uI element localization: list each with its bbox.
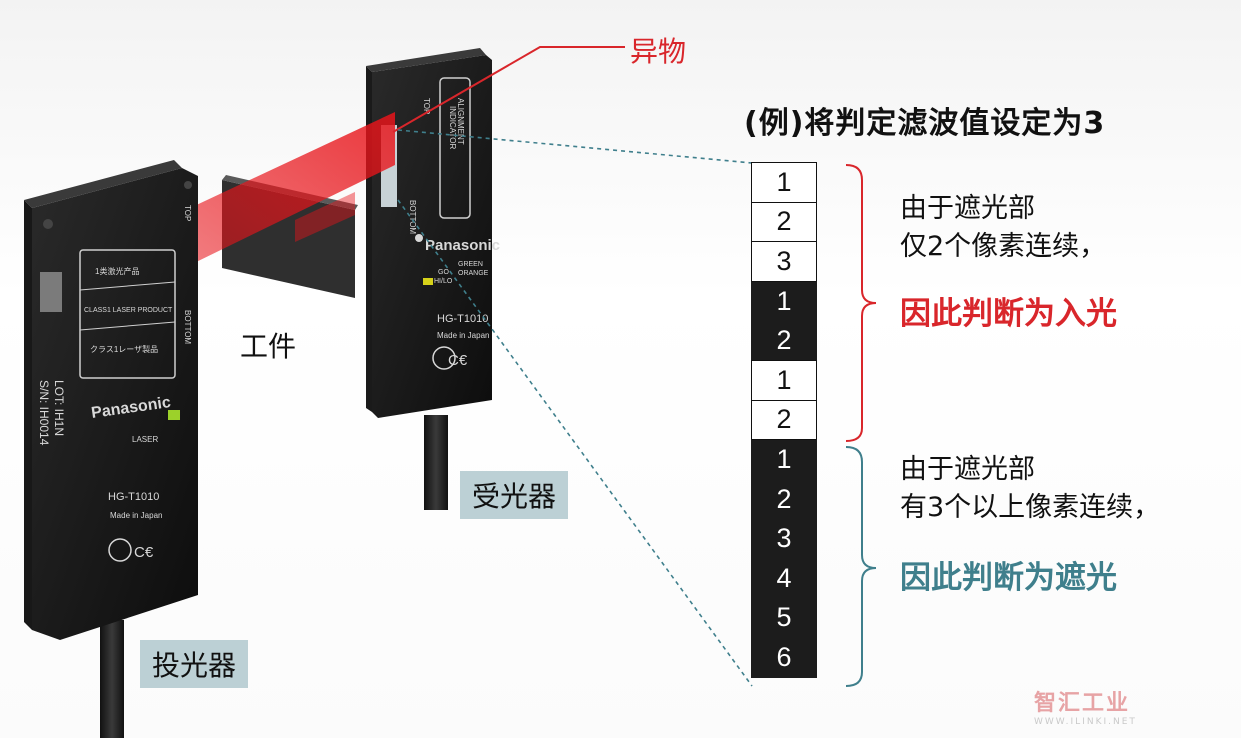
label-emitter: 投光器 (140, 640, 249, 688)
pixel-cell: 3 (751, 518, 817, 559)
emitter-bottom: BOTTOM (183, 310, 192, 344)
projection-line-bottom (397, 199, 753, 687)
pixel-cell: 3 (751, 241, 817, 282)
receiver-go: GO (438, 269, 449, 276)
receiver-orange: ORANGE (458, 270, 489, 277)
pixel-cell: 6 (751, 637, 817, 678)
emitter-serial: S/N: IH0014 (37, 380, 51, 446)
receiver-indicator1: ALIGNMENT (456, 98, 465, 145)
emitter-model: HG-T1010 (108, 491, 159, 503)
receiver-green: GREEN (458, 261, 483, 268)
emitter-cable (100, 620, 124, 738)
receiver-indicator2: INDICATOR (448, 106, 457, 149)
pixel-cell: 1 (751, 280, 817, 322)
brace-light-group (845, 164, 877, 442)
light-group-description: 由于遮光部 仅2个像素连续， (900, 190, 1106, 266)
receiver-top: TOP (422, 98, 431, 114)
receiver-origin: Made in Japan (437, 331, 489, 340)
watermark: 智汇工业 WWW.ILINKI.NET (1034, 685, 1137, 727)
receiver-cable (424, 415, 448, 510)
example-title: (例)将判定滤波值设定为3 (744, 106, 1106, 141)
receiver-device: C€ Panasonic HG-T1010 Made in Japan GO H… (366, 48, 500, 418)
pixel-cell: 5 (751, 597, 817, 639)
dark-line1: 由于遮光部 (900, 454, 1035, 485)
dark-line2: 有3个以上像素连续， (900, 492, 1161, 523)
receiver-bottom: BOTTOM (408, 200, 417, 234)
laser-through-gap (295, 192, 355, 242)
pixel-cell: 1 (751, 439, 817, 480)
emitter-warn3: クラス1レーザ製品 (90, 344, 158, 354)
receiver-model: HG-T1010 (437, 313, 488, 325)
emitter-warn1: 1类激光产品 (95, 266, 139, 276)
warning-label (79, 249, 176, 379)
pixel-cell: 1 (751, 359, 817, 401)
receiver-brand: Panasonic (425, 237, 500, 254)
foreign-object-leader (392, 46, 625, 133)
pixel-cell: 4 (751, 557, 817, 599)
pixel-cell: 1 (751, 162, 817, 203)
light-verdict: 因此判断为入光 (900, 296, 1117, 332)
pixel-cell: 2 (751, 478, 817, 520)
brace-dark-group (845, 446, 877, 687)
go-led (423, 278, 433, 285)
watermark-url: WWW.ILINKI.NET (1034, 717, 1137, 727)
light-line2: 仅2个像素连续， (900, 231, 1107, 262)
projection-line-top (397, 129, 753, 164)
emitter-ce-mark: C€ (134, 544, 154, 561)
label-foreign-object: 异物 (630, 35, 687, 68)
pixel-cell: 2 (751, 320, 817, 361)
emitter-led-label: LASER (132, 435, 158, 444)
receiver-hilo: HI/LO (434, 278, 453, 285)
watermark-text: 智汇工业 (1034, 691, 1131, 716)
laser-led (168, 410, 180, 420)
pixel-cell: 2 (751, 399, 817, 441)
emitter-warn2: CLASS1 LASER PRODUCT (84, 307, 173, 314)
label-workpiece: 工件 (240, 330, 297, 363)
qr-code (40, 272, 62, 312)
laser-beam (190, 112, 395, 265)
pixel-cell: 2 (751, 201, 817, 243)
emitter-origin: Made in Japan (110, 511, 162, 520)
dark-verdict: 因此判断为遮光 (900, 560, 1117, 596)
label-receiver: 受光器 (460, 471, 569, 519)
receiver-ce-mark: C€ (448, 352, 468, 369)
emitter-device: 1类激光产品 CLASS1 LASER PRODUCT クラス1レーザ製品 Pa… (24, 160, 198, 640)
emitter-lot: LOT: IH1N (52, 380, 66, 436)
dark-group-description: 由于遮光部 有3个以上像素连续， (900, 451, 1160, 527)
light-line1: 由于遮光部 (900, 193, 1035, 224)
emitter-top: TOP (183, 205, 192, 221)
